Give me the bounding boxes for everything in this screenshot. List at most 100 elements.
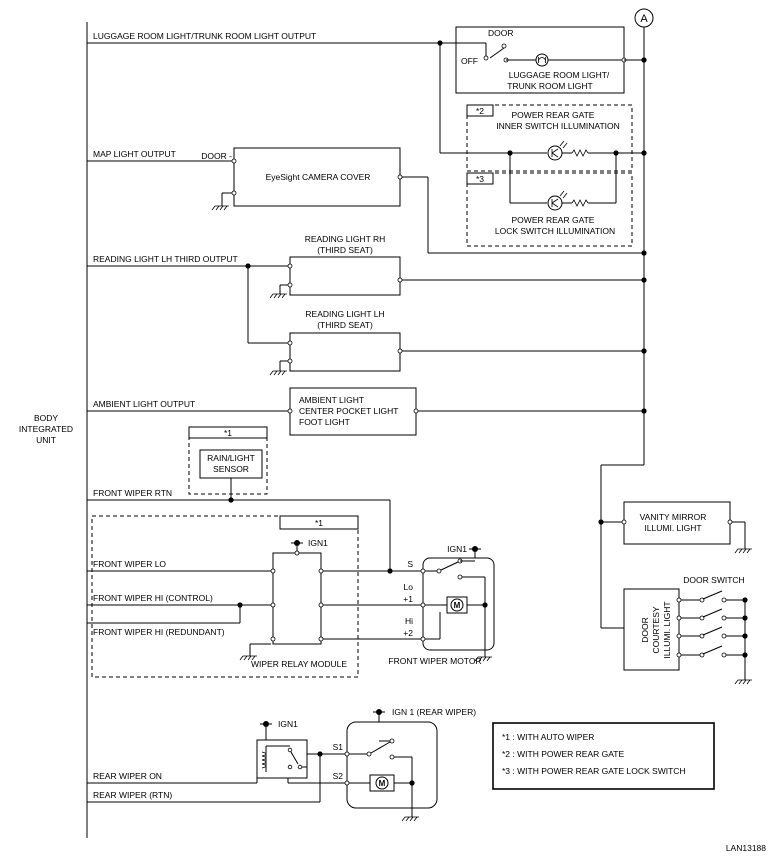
ground-icon [211,205,229,211]
rain-sensor-box [199,449,263,479]
rear-relay-coil-icon [261,751,267,769]
luggage-switch-contact-2 [501,43,507,49]
connector-a-label: A [640,13,648,25]
reading-lh-term-2 [287,358,293,364]
relay-term-out-2 [318,602,324,608]
front-motor-lo-label: Lo [404,582,414,592]
front-motor-switch-contact-3 [457,574,463,580]
door-switch-1 [676,590,748,603]
rear-motor-junction [409,780,415,786]
relay-term-out-3 [318,636,324,642]
rear-motor-icon [375,776,389,790]
front-motor-lo2-label: +1 [403,594,413,604]
relay-module-label: WIPER RELAY MODULE [251,659,347,669]
luggage-switch-contact [483,55,489,61]
relay-module-tag-box [279,515,359,530]
legend-note-1: *1 : WITH AUTO WIPER [502,732,594,742]
front-motor-hi-label: Hi [405,616,413,626]
luggage-off-label: OFF [461,56,478,66]
diagram-code: LAN13188 [726,843,766,853]
rear-motor-ign-label: IGN 1 (REAR WIPER) [392,707,476,717]
inner-switch-led-symbol [551,148,559,158]
lock-switch-led-symbol [551,198,559,208]
reading-lh-term-1 [287,340,293,346]
door-switch-label: DOOR SWITCH [683,575,744,585]
front-motor-term-lo [420,602,426,608]
luggage-bus-junction [641,57,647,63]
svg-text:ILLUMI. LIGHT: ILLUMI. LIGHT [662,601,672,658]
vanity-term-2 [727,519,733,525]
rear-wiper-on-label: REAR WIPER ON [93,771,162,781]
front-motor-term-hi [420,636,426,642]
ambient-name-3: FOOT LIGHT [299,417,350,427]
lock-switch-resistor [571,199,589,207]
rain-sensor-tag: *1 [224,428,232,438]
relay-term-top [294,550,300,556]
lock-switch-tag-box [466,172,494,185]
camera-cover-term-1 [231,158,237,164]
door-switch-4 [676,645,748,658]
legend-box [492,722,715,790]
rear-motor-m: M [379,779,386,788]
svg-text:INTEGRATED: INTEGRATED [19,424,73,434]
reading-lh-bus-junction [641,348,647,354]
reading-rh-name-1: READING LIGHT RH [305,234,386,244]
inner-switch-name-2: INNER SWITCH ILLUMINATION [496,121,620,131]
front-motor-switch-blade [440,561,459,571]
reading-rh-box [289,256,401,296]
vanity-box [623,501,731,545]
inner-switch-name-1: POWER REAR GATE [512,110,595,120]
reading-rh-term-3 [397,277,403,283]
relay-module-tag: *1 [315,518,323,528]
rear-relay-ign-label: IGN1 [278,719,298,729]
relay-term-lo [270,568,276,574]
camera-cover-label: EyeSight CAMERA COVER [266,172,371,182]
luggage-light-name-1: LUGGAGE ROOM LIGHT/ [509,70,610,80]
ground-icon [269,293,287,299]
rain-sensor-name-1: RAIN/LIGHT [207,453,255,463]
ambient-term-1 [287,408,293,414]
lock-switch-led-icon [547,195,563,211]
front-motor-icon [450,598,464,612]
relay-module-box [272,552,322,645]
reading-lh-name-1: READING LIGHT LH [305,309,384,319]
relay-term-out-1 [318,568,324,574]
ambient-output-label: AMBIENT LIGHT OUTPUT [93,399,195,409]
reading-rh-term-1 [287,263,293,269]
reading-lh-term-3 [397,348,403,354]
rear-relay-blade [290,751,299,765]
inner-switch-tag-box [466,104,494,117]
front-wiper-hir-label: FRONT WIPER HI (REDUNDANT) [93,627,225,637]
ambient-bus-junction [641,408,647,414]
lock-switch-name-2: LOCK SWITCH ILLUMINATION [495,226,615,236]
rear-wiper-rtn-label: REAR WIPER (RTN) [93,790,172,800]
camera-cover-term-3 [397,174,403,180]
rain-sensor-name-2: SENSOR [213,464,249,474]
legend-note-3: *3 : WITH POWER REAR GATE LOCK SWITCH [502,766,686,776]
vanity-junction [598,519,604,525]
luggage-door-label: DOOR [488,28,514,38]
luggage-switch-blade [489,47,505,59]
rain-sensor-dashed-box [188,437,268,495]
camera-bus-junction [641,250,647,256]
rear-motor-s2-label: S2 [333,771,344,781]
lock-switch-name-1: POWER REAR GATE [512,215,595,225]
inner-switch-resistor [571,149,589,157]
relay-term-hic [270,602,276,608]
door-switch-3 [676,626,748,639]
relay-ign-label: IGN1 [308,538,328,548]
rear-rtn-junction [317,751,323,757]
ground-icon [734,548,752,554]
reading-output-label: READING LIGHT LH THIRD OUTPUT [93,254,238,264]
lock-switch-led-rays [559,190,568,199]
inner-switch-dashed-box [466,104,633,172]
relay-module-dashed-box [91,515,359,678]
rear-motor-box [346,721,438,809]
front-motor-junction [482,602,488,608]
ambient-name-2: CENTER POCKET LIGHT [299,406,399,416]
camera-cover-box [233,147,401,207]
inner-switch-bus-junction [641,150,647,156]
rear-relay-contact [287,747,293,753]
svg-text:COURTESY: COURTESY [651,606,661,653]
